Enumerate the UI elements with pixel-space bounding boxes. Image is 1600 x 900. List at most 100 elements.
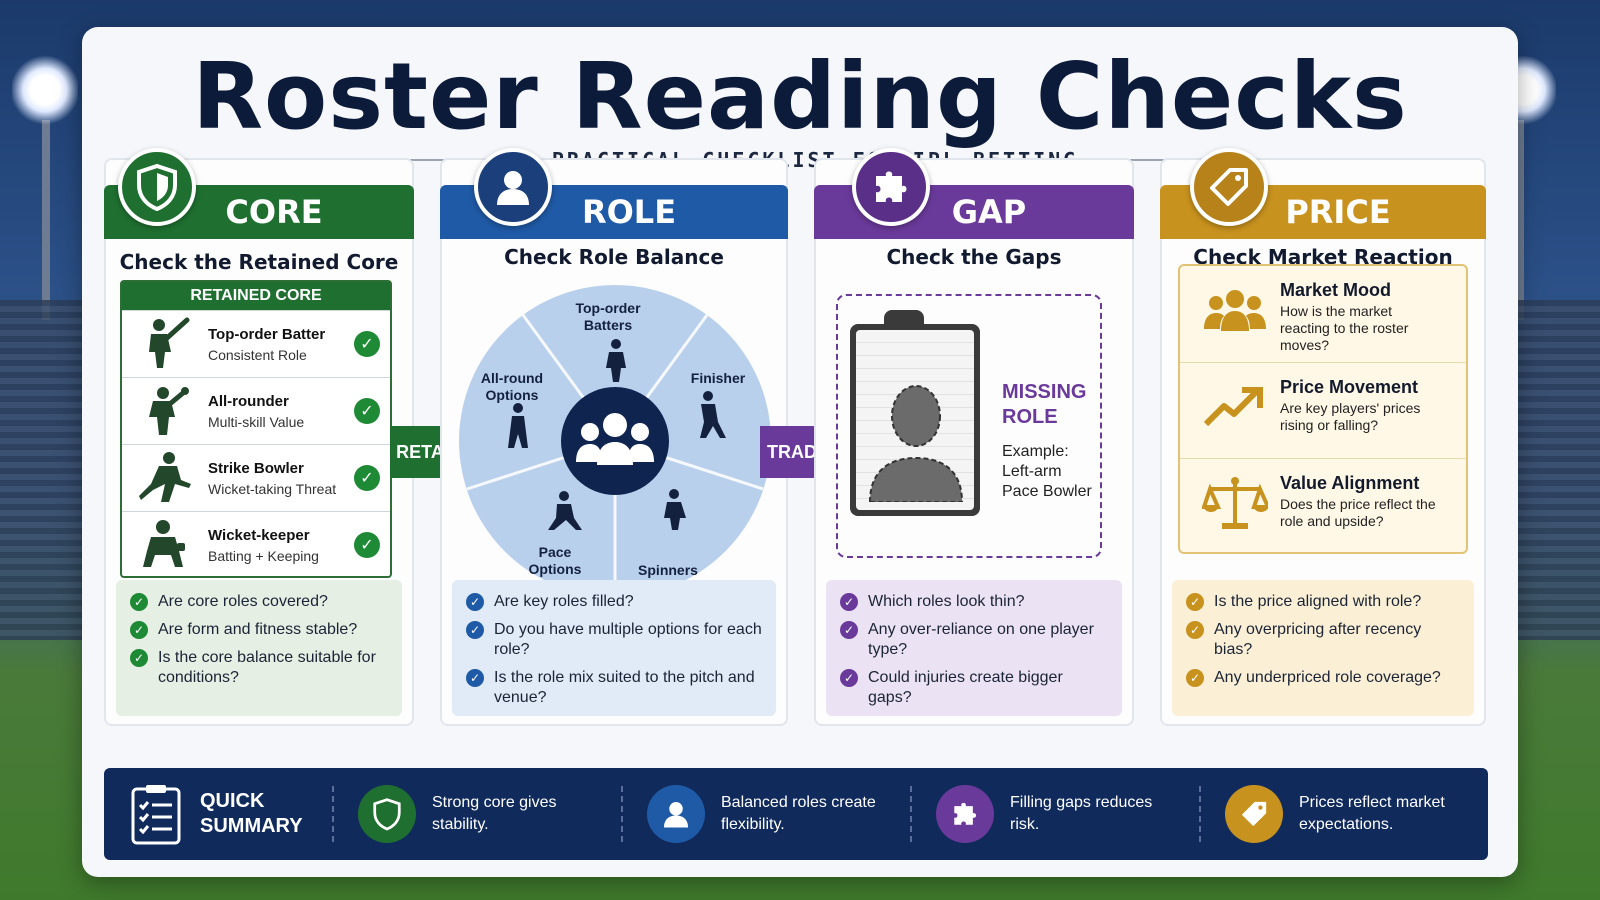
price-checklist: ✓Is the price aligned with role? ✓Any ov… bbox=[1172, 580, 1474, 716]
gap-checklist: ✓Which roles look thin? ✓Any over-relian… bbox=[826, 580, 1122, 716]
core-row-title: All-rounder bbox=[208, 392, 289, 410]
core-row-desc: Batting + Keeping bbox=[208, 547, 319, 564]
core-row-title: Strike Bowler bbox=[208, 459, 304, 477]
list-item: ✓Are core roles covered? bbox=[130, 592, 388, 612]
missing-role-example: Example: Left-arm Pace Bowler bbox=[1002, 443, 1092, 500]
bowler-icon bbox=[132, 449, 198, 507]
check-icon: ✓ bbox=[840, 593, 858, 611]
checklist-icon bbox=[131, 785, 181, 845]
floodlight-left bbox=[12, 55, 78, 125]
missing-player-silhouette bbox=[868, 385, 964, 502]
core-subtitle: Check the Retained Core bbox=[119, 250, 399, 274]
check-icon: ✓ bbox=[130, 621, 148, 639]
market-row-desc: How is the market reacting to the roster… bbox=[1280, 303, 1409, 353]
check-icon: ✓ bbox=[1186, 621, 1204, 639]
user-icon bbox=[474, 148, 552, 226]
divider bbox=[621, 786, 623, 842]
core-row-desc: Consistent Role bbox=[208, 346, 307, 363]
floodlight-pole-right bbox=[1516, 120, 1524, 320]
list-item: ✓Is the role mix suited to the pitch and… bbox=[466, 668, 762, 708]
segment-label: Spinners bbox=[638, 562, 698, 578]
list-item: ✓Are form and fitness stable? bbox=[130, 620, 388, 640]
summary-item: Balanced roles create flexibility. bbox=[623, 785, 910, 843]
list-item: ✓Do you have multiple options for each r… bbox=[466, 620, 762, 660]
quick-summary-bar: QUICK SUMMARY Strong core gives stabilit… bbox=[104, 768, 1488, 860]
trend-up-icon bbox=[1190, 377, 1280, 437]
list-item: ✓Any overpricing after recency bias? bbox=[1186, 620, 1460, 660]
scales-icon bbox=[1190, 473, 1280, 533]
role-card: ROLE Check Role Balance Top-order Batter… bbox=[440, 148, 788, 726]
clipboard-icon bbox=[850, 324, 980, 516]
market-row-desc: Are key players' prices rising or fallin… bbox=[1280, 400, 1421, 433]
price-tag-icon bbox=[1225, 785, 1283, 843]
all-rounder-icon bbox=[132, 382, 198, 440]
gap-card: GAP Check the Gaps MISSING ROLE Example:… bbox=[814, 148, 1134, 726]
clipboard-clip bbox=[884, 310, 924, 330]
gap-subtitle: Check the Gaps bbox=[886, 245, 1062, 269]
role-checklist: ✓Are key roles filled? ✓Do you have mult… bbox=[452, 580, 776, 716]
segment-label: Finisher bbox=[690, 370, 746, 386]
check-icon: ✓ bbox=[466, 621, 484, 639]
list-item: ✓Any over-reliance on one player type? bbox=[840, 620, 1108, 660]
market-row-title: Value Alignment bbox=[1280, 473, 1420, 493]
check-icon: ✓ bbox=[840, 669, 858, 687]
divider bbox=[1199, 786, 1201, 842]
user-icon bbox=[647, 785, 705, 843]
puzzle-icon bbox=[852, 148, 930, 226]
list-item: ✓Could injuries create bigger gaps? bbox=[840, 668, 1108, 708]
market-row-title: Price Movement bbox=[1280, 377, 1419, 397]
list-item: ✓Any underpriced role coverage? bbox=[1186, 668, 1460, 688]
segment-label: Top-order Batters bbox=[575, 300, 641, 333]
list-item: ✓Is the price aligned with role? bbox=[1186, 592, 1460, 612]
retained-core-title: RETAINED CORE bbox=[122, 282, 390, 310]
price-header: PRICE bbox=[1160, 185, 1486, 239]
quick-summary-title: QUICK SUMMARY bbox=[200, 790, 303, 837]
core-row-title: Top-order Batter bbox=[208, 325, 326, 343]
core-row-title: Wicket-keeper bbox=[208, 526, 310, 544]
check-icon: ✓ bbox=[354, 398, 380, 424]
core-card: CORE Check the Retained Core RETAINED CO… bbox=[104, 148, 414, 726]
check-icon: ✓ bbox=[466, 593, 484, 611]
puzzle-icon bbox=[936, 785, 994, 843]
divider bbox=[910, 786, 912, 842]
role-wheel bbox=[459, 285, 771, 597]
page-title: Roster Reading Checks bbox=[192, 43, 1408, 150]
list-item: ✓Which roles look thin? bbox=[840, 592, 1108, 612]
check-icon: ✓ bbox=[130, 649, 148, 667]
core-row-desc: Wicket-taking Threat bbox=[208, 480, 337, 497]
list-item: ✓Are key roles filled? bbox=[466, 592, 762, 612]
price-tag-icon bbox=[1190, 148, 1268, 226]
summary-item: Strong core gives stability. bbox=[334, 785, 621, 843]
check-icon: ✓ bbox=[840, 621, 858, 639]
summary-item: Prices reflect market expectations. bbox=[1201, 785, 1488, 843]
check-icon: ✓ bbox=[1186, 669, 1204, 687]
market-row-desc: Does the price reflect the role and upsi… bbox=[1280, 496, 1436, 529]
role-subtitle: Check Role Balance bbox=[504, 245, 724, 269]
segment-label: All-round Options bbox=[480, 370, 544, 403]
check-icon: ✓ bbox=[130, 593, 148, 611]
core-row-desc: Multi-skill Value bbox=[208, 413, 305, 430]
check-icon: ✓ bbox=[354, 465, 380, 491]
market-row-title: Market Mood bbox=[1280, 280, 1392, 300]
check-icon: ✓ bbox=[466, 669, 484, 687]
crowd-icon bbox=[1190, 280, 1280, 340]
shield-icon bbox=[358, 785, 416, 843]
shield-icon bbox=[118, 148, 196, 226]
batter-icon bbox=[132, 315, 198, 373]
core-checklist: ✓Are core roles covered? ✓Are form and f… bbox=[116, 580, 402, 716]
missing-role-box: MISSING ROLE Example: Left-arm Pace Bowl… bbox=[836, 294, 1102, 558]
summary-item: Filling gaps reduces risk. bbox=[912, 785, 1199, 843]
check-icon: ✓ bbox=[354, 532, 380, 558]
check-icon: ✓ bbox=[354, 331, 380, 357]
divider bbox=[332, 786, 334, 842]
